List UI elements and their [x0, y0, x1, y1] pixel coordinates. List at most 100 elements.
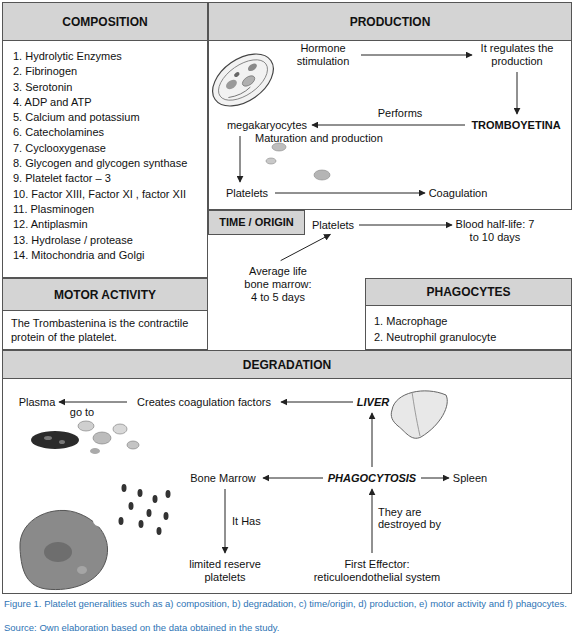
- arrow-connector: [421, 478, 449, 479]
- cell-label: Platelets: [310, 217, 356, 233]
- cell-inner-membrane: [211, 52, 274, 109]
- node-text: megakaryocytes: [227, 119, 307, 132]
- cell-spot: [59, 440, 65, 444]
- list-item: 11. Plasminogen: [13, 202, 197, 217]
- platelet-blob: [314, 170, 330, 180]
- macrophage-illustration: [20, 510, 111, 589]
- node-text: Platelets: [226, 187, 268, 200]
- process-label: PHAGOCYTOSIS: [326, 470, 418, 486]
- process-label: First Effector: reticuloendothelial syst…: [312, 556, 442, 586]
- node-text: First Effector: reticuloendothelial syst…: [312, 558, 442, 584]
- list-item: 10. Factor XIII, Factor XI , factor XII: [13, 187, 197, 202]
- node-text: Hormone stimulation: [288, 42, 358, 68]
- granule: [224, 78, 238, 91]
- node-text: Bone Marrow: [190, 472, 255, 485]
- list-item: 4. ADP and ATP: [13, 95, 197, 110]
- figure-caption: Figure 1. Platelet generalities such as …: [4, 598, 570, 609]
- section-heading: MOTOR ACTIVITY: [3, 279, 207, 311]
- section-panel: COMPOSITION 1. Hydrolytic Enzymes2. Fibri…: [2, 2, 208, 278]
- arrow-connector: [275, 193, 425, 194]
- time-label: Average life bone marrow: 4 to 5 days: [240, 262, 316, 306]
- node-text: Creates coagulation factors: [137, 396, 271, 409]
- panel-body: 1. Hydrolytic Enzymes2. Fibrinogen3. Ser…: [13, 49, 197, 263]
- list-item: 1. Macrophage: [374, 313, 563, 329]
- list-item: 13. Hydrolase / protease: [13, 233, 197, 248]
- arrow-connector: [361, 55, 472, 56]
- list-item: 2. Fibrinogen: [13, 64, 197, 79]
- source-note: Source: Own elaboration based on the dat…: [4, 622, 570, 634]
- arrow-connector: [240, 136, 241, 182]
- fragment-dot: [147, 509, 152, 517]
- node-text: Spleen: [453, 472, 487, 485]
- list-item: 8. Glycogen and glycogen synthase: [13, 156, 197, 171]
- fragment-dot: [119, 517, 124, 525]
- arrow-connector: [225, 489, 226, 553]
- node-text: limited reserve platelets: [185, 558, 265, 584]
- section-heading: TIME / ORIGIN: [219, 216, 294, 229]
- platelet-blob: [272, 143, 286, 151]
- cell-cluster-illustration: [31, 421, 139, 454]
- arrow-connector: [312, 125, 465, 126]
- node-text: Plasma: [19, 396, 56, 409]
- list-item: 9. Platelet factor – 3: [13, 171, 197, 186]
- list-item: 12. Antiplasmin: [13, 217, 197, 232]
- cell-membrane: [203, 43, 283, 116]
- fragment-dot: [139, 520, 144, 528]
- section-heading: DEGRADATION: [3, 351, 571, 379]
- cell-spot: [44, 436, 52, 440]
- process-label: Creates coagulation factors: [130, 394, 278, 410]
- vacuole: [77, 566, 87, 574]
- organ-label: Spleen: [452, 470, 488, 486]
- arrow-connector: [359, 225, 452, 226]
- panel-body: 1. Macrophage2. Neutrophil granulocyte: [374, 313, 563, 345]
- liver-lobe-line: [412, 392, 420, 436]
- section-panel: PRODUCTIONHormone stimulationIt regulate…: [208, 2, 572, 210]
- fragment-dot: [157, 527, 162, 535]
- connector-label: It Has: [232, 515, 276, 527]
- section-heading: COMPOSITION: [3, 3, 207, 41]
- process-label: It regulates the production: [475, 41, 559, 69]
- granule: [247, 62, 259, 73]
- arrow-connector: [59, 402, 127, 403]
- node-text: It regulates the production: [475, 42, 559, 68]
- fragment-dot: [122, 484, 127, 492]
- granule: [233, 71, 240, 78]
- section-heading: PHAGOCYTES: [366, 279, 571, 306]
- connector-label: go to: [62, 406, 102, 418]
- node-text: PHAGOCYTOSIS: [328, 472, 416, 485]
- platelet-blob: [113, 424, 127, 434]
- node-text: TROMBOYETINA: [471, 119, 560, 132]
- platelet-blob: [127, 441, 139, 449]
- node-text: Platelets: [312, 219, 354, 232]
- time-label: Blood half-life: 7 to 10 days: [455, 216, 535, 246]
- annotation-label: Maturation and production: [255, 132, 385, 144]
- phagocytic-cup: [93, 515, 111, 527]
- platelet-blob: [93, 432, 111, 444]
- node-text: Average life bone marrow: 4 to 5 days: [240, 265, 316, 304]
- fragment-dot: [138, 489, 143, 497]
- macrophage-nucleus: [44, 542, 72, 562]
- platelet-blob: [266, 158, 276, 164]
- node-text: LIVER: [357, 396, 389, 409]
- list-item: 6. Catecholamines: [13, 125, 197, 140]
- node-text: Blood half-life: 7 to 10 days: [455, 218, 535, 244]
- granule: [241, 74, 257, 89]
- section-panel: MOTOR ACTIVITYThe Trombastenina is the c…: [2, 278, 208, 350]
- dark-cell: [31, 431, 79, 449]
- arrow-connector: [517, 72, 518, 114]
- process-label: Coagulation: [428, 185, 488, 201]
- fragment-dots: [119, 484, 171, 535]
- fragment-dot: [153, 495, 158, 503]
- connector-label: Performs: [370, 107, 430, 119]
- process-label: limited reserve platelets: [185, 556, 265, 586]
- list-item: 1. Hydrolytic Enzymes: [13, 49, 197, 64]
- section-heading-box: TIME / ORIGIN: [208, 210, 305, 235]
- arrow-connector: [372, 413, 373, 467]
- organ-label: Plasma: [18, 394, 56, 410]
- arrow-connector: [263, 478, 323, 479]
- cell-fold: [228, 84, 250, 101]
- cell-label: megakaryocytes: [225, 117, 309, 133]
- arrow-connector: [372, 489, 373, 553]
- connector-label: They are destroyed by: [378, 506, 458, 530]
